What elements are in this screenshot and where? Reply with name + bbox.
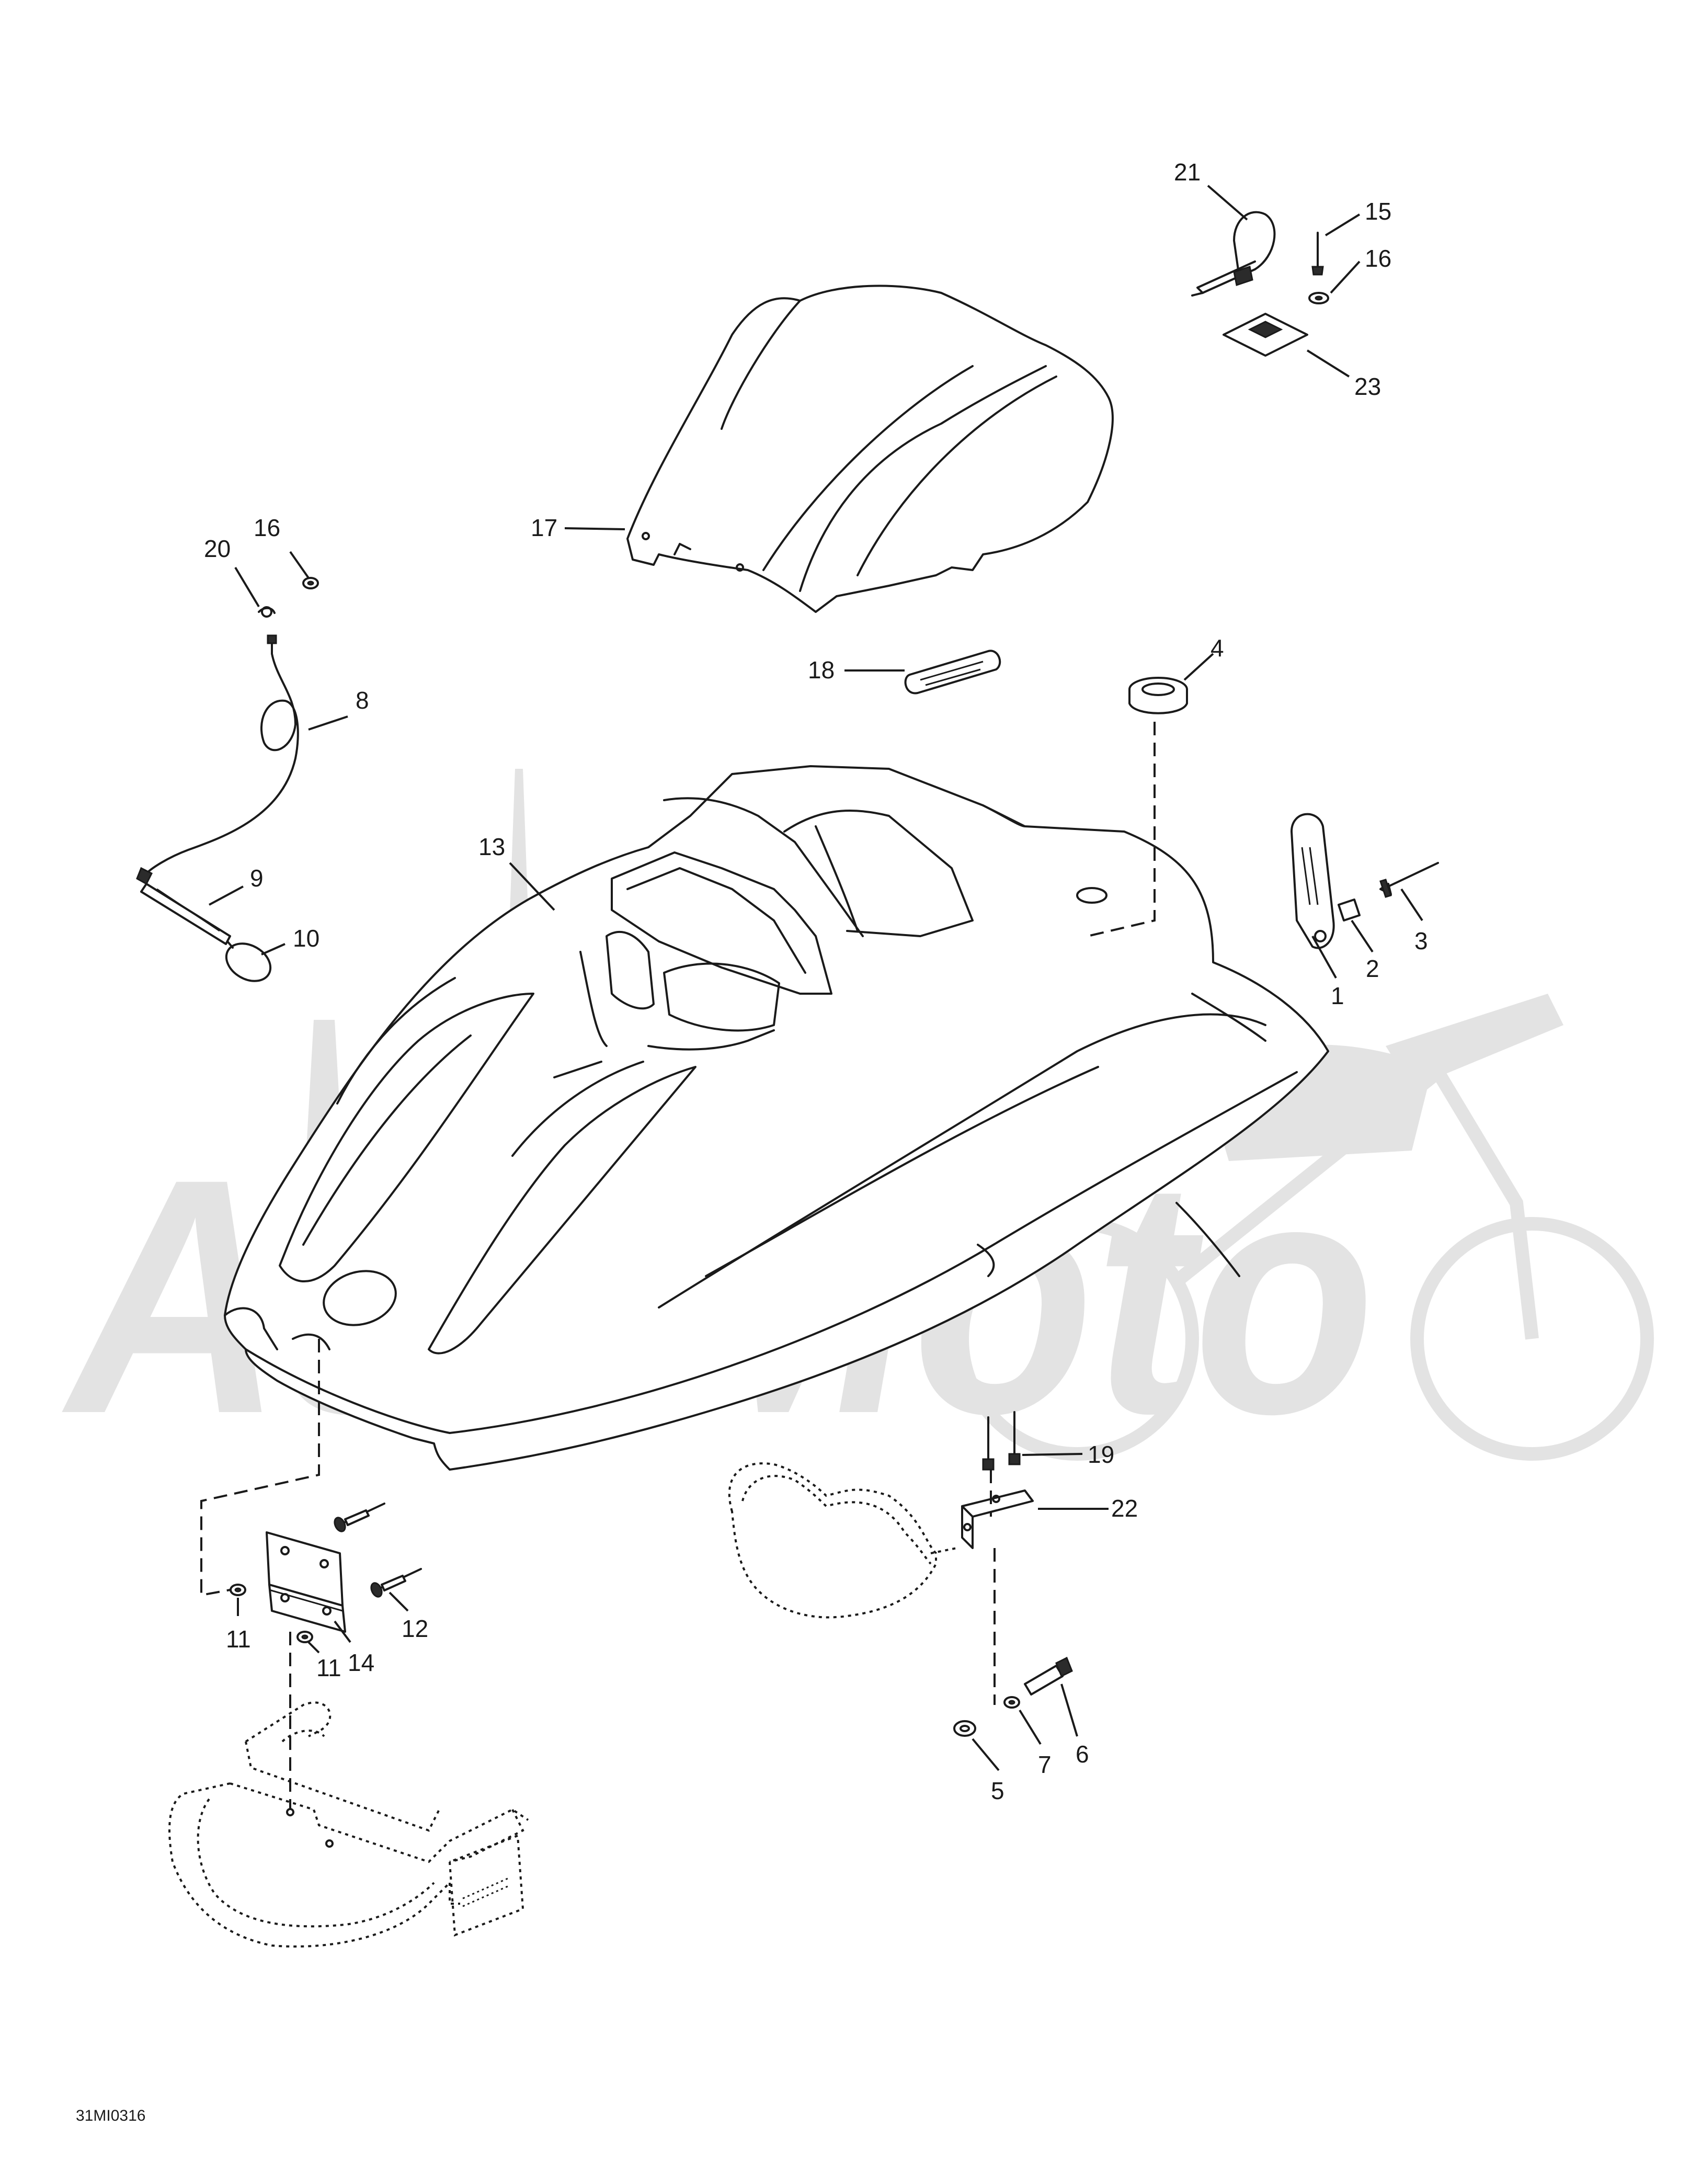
washer-7-icon bbox=[1003, 1696, 1020, 1709]
callout-14: 14 bbox=[348, 1649, 374, 1676]
callout-6: 6 bbox=[1076, 1741, 1089, 1768]
callout-16b: 16 bbox=[254, 514, 280, 541]
callout-16: 16 bbox=[1365, 245, 1391, 272]
headlight-housing-icon bbox=[728, 1462, 957, 1619]
leader-lines bbox=[209, 185, 1423, 1771]
callout-21: 21 bbox=[1174, 158, 1201, 186]
callouts: 21 15 16 23 17 18 4 1 2 3 13 20 16 8 9 1… bbox=[204, 158, 1428, 1804]
grommet-locator-line bbox=[1087, 722, 1156, 937]
rivet-19-icon bbox=[982, 1411, 1021, 1471]
retaining-cable-icon bbox=[136, 577, 319, 982]
callout-17: 17 bbox=[531, 514, 557, 541]
callout-18: 18 bbox=[808, 656, 835, 684]
hood-icon bbox=[224, 765, 1329, 1471]
callout-19: 19 bbox=[1088, 1441, 1114, 1468]
callout-5: 5 bbox=[991, 1777, 1004, 1804]
bumper-icon bbox=[168, 1701, 529, 1948]
callout-12: 12 bbox=[402, 1615, 428, 1642]
diagram-reference: 31MI0316 bbox=[76, 2107, 145, 2124]
callout-10: 10 bbox=[293, 925, 319, 952]
callout-22: 22 bbox=[1111, 1495, 1138, 1522]
screw-6-icon bbox=[1024, 1656, 1073, 1696]
hinge-locator-line bbox=[200, 1339, 320, 1597]
bracket-icon bbox=[961, 1489, 1034, 1549]
latch-icon bbox=[1291, 813, 1439, 949]
callout-11a: 11 bbox=[226, 1625, 251, 1653]
callout-7: 7 bbox=[1038, 1751, 1052, 1778]
rivet-12-icon bbox=[334, 1503, 422, 1598]
callout-15: 15 bbox=[1365, 198, 1391, 225]
cable-tie-icon bbox=[1191, 211, 1276, 297]
nut-11-icon bbox=[230, 1584, 313, 1643]
callout-1: 1 bbox=[1331, 982, 1344, 1009]
screw-15-icon bbox=[1311, 232, 1324, 276]
support-block-icon bbox=[904, 650, 1001, 695]
callout-9: 9 bbox=[250, 864, 264, 892]
nut-5-icon bbox=[953, 1720, 976, 1737]
bracket-locator-line bbox=[990, 1470, 996, 1705]
cable-tie-mount-icon bbox=[1223, 313, 1308, 357]
callout-2: 2 bbox=[1366, 955, 1379, 982]
callout-4: 4 bbox=[1211, 634, 1224, 662]
grommet-icon bbox=[1128, 677, 1188, 714]
windshield-icon bbox=[626, 285, 1114, 613]
callout-8: 8 bbox=[356, 687, 369, 714]
callout-3: 3 bbox=[1414, 927, 1428, 954]
washer-16-icon bbox=[1308, 292, 1329, 304]
callout-11b: 11 bbox=[316, 1654, 341, 1681]
callout-23: 23 bbox=[1354, 373, 1381, 400]
callout-20: 20 bbox=[204, 535, 231, 562]
callout-13: 13 bbox=[478, 833, 505, 860]
hinge-icon bbox=[266, 1531, 346, 1633]
